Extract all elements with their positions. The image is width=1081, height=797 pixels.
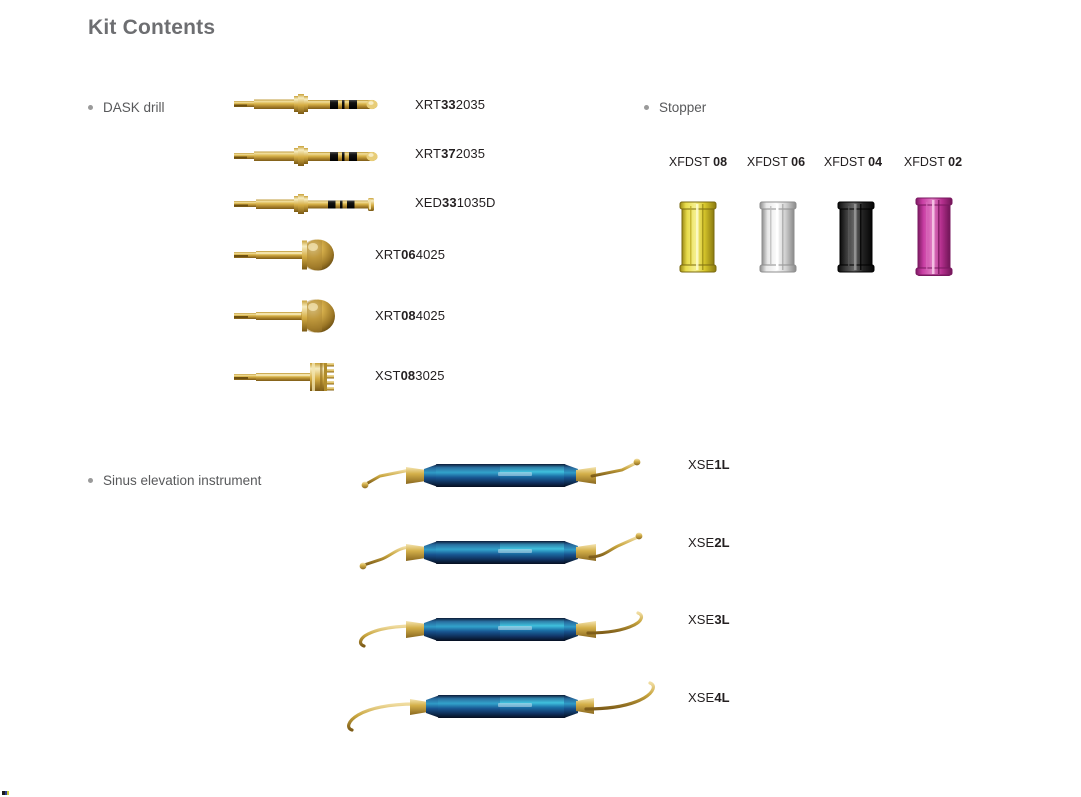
scan-artifact (2, 791, 9, 795)
code-xse3l: XSE3L (688, 612, 730, 627)
page-title: Kit Contents (88, 16, 216, 39)
code-xst083025: XST083025 (375, 368, 445, 383)
code-xfdst06: XFDST 06 (746, 155, 806, 169)
stopper-image-black (828, 196, 884, 276)
code-xfdst08: XFDST 08 (668, 155, 728, 169)
drill-image-xst083025 (232, 355, 357, 401)
code-xrt064025: XRT064025 (375, 247, 446, 262)
bullet-icon (88, 478, 93, 483)
code-xrt332035: XRT332035 (415, 97, 486, 112)
section-label-stopper: Stopper (644, 100, 706, 115)
instrument-image-xse3l (340, 604, 660, 656)
instrument-image-xse1l (340, 450, 660, 502)
code-xfdst02: XFDST 02 (903, 155, 963, 169)
section-label-dask-drill: DASK drill (88, 100, 165, 115)
drill-image-xrt084025 (232, 293, 357, 341)
drill-image-xrt332035 (232, 88, 392, 124)
drill-image-xrt064025 (232, 232, 357, 280)
drill-image-xed331035d (232, 188, 392, 224)
stopper-label: Stopper (659, 100, 707, 115)
code-xse1l: XSE1L (688, 457, 730, 472)
code-xrt372035: XRT372035 (415, 146, 486, 161)
sinus-elevation-instrument-label: Sinus elevation instrument (103, 473, 262, 488)
stopper-image-silver (750, 196, 806, 276)
instrument-image-xse4l (340, 681, 660, 733)
code-xrt084025: XRT084025 (375, 308, 446, 323)
instrument-image-xse2l (340, 527, 660, 579)
bullet-icon (88, 105, 93, 110)
drill-image-xrt372035 (232, 140, 392, 176)
code-xse4l: XSE4L (688, 690, 730, 705)
stopper-image-gold (670, 196, 726, 276)
code-xfdst04: XFDST 04 (823, 155, 883, 169)
dask-drill-label: DASK drill (103, 100, 165, 115)
code-xed331035d: XED331035D (415, 195, 496, 210)
stopper-image-magenta (906, 196, 962, 276)
section-label-sinus-elevation-instrument: Sinus elevation instrument (88, 473, 261, 488)
bullet-icon (644, 105, 649, 110)
code-xse2l: XSE2L (688, 535, 730, 550)
